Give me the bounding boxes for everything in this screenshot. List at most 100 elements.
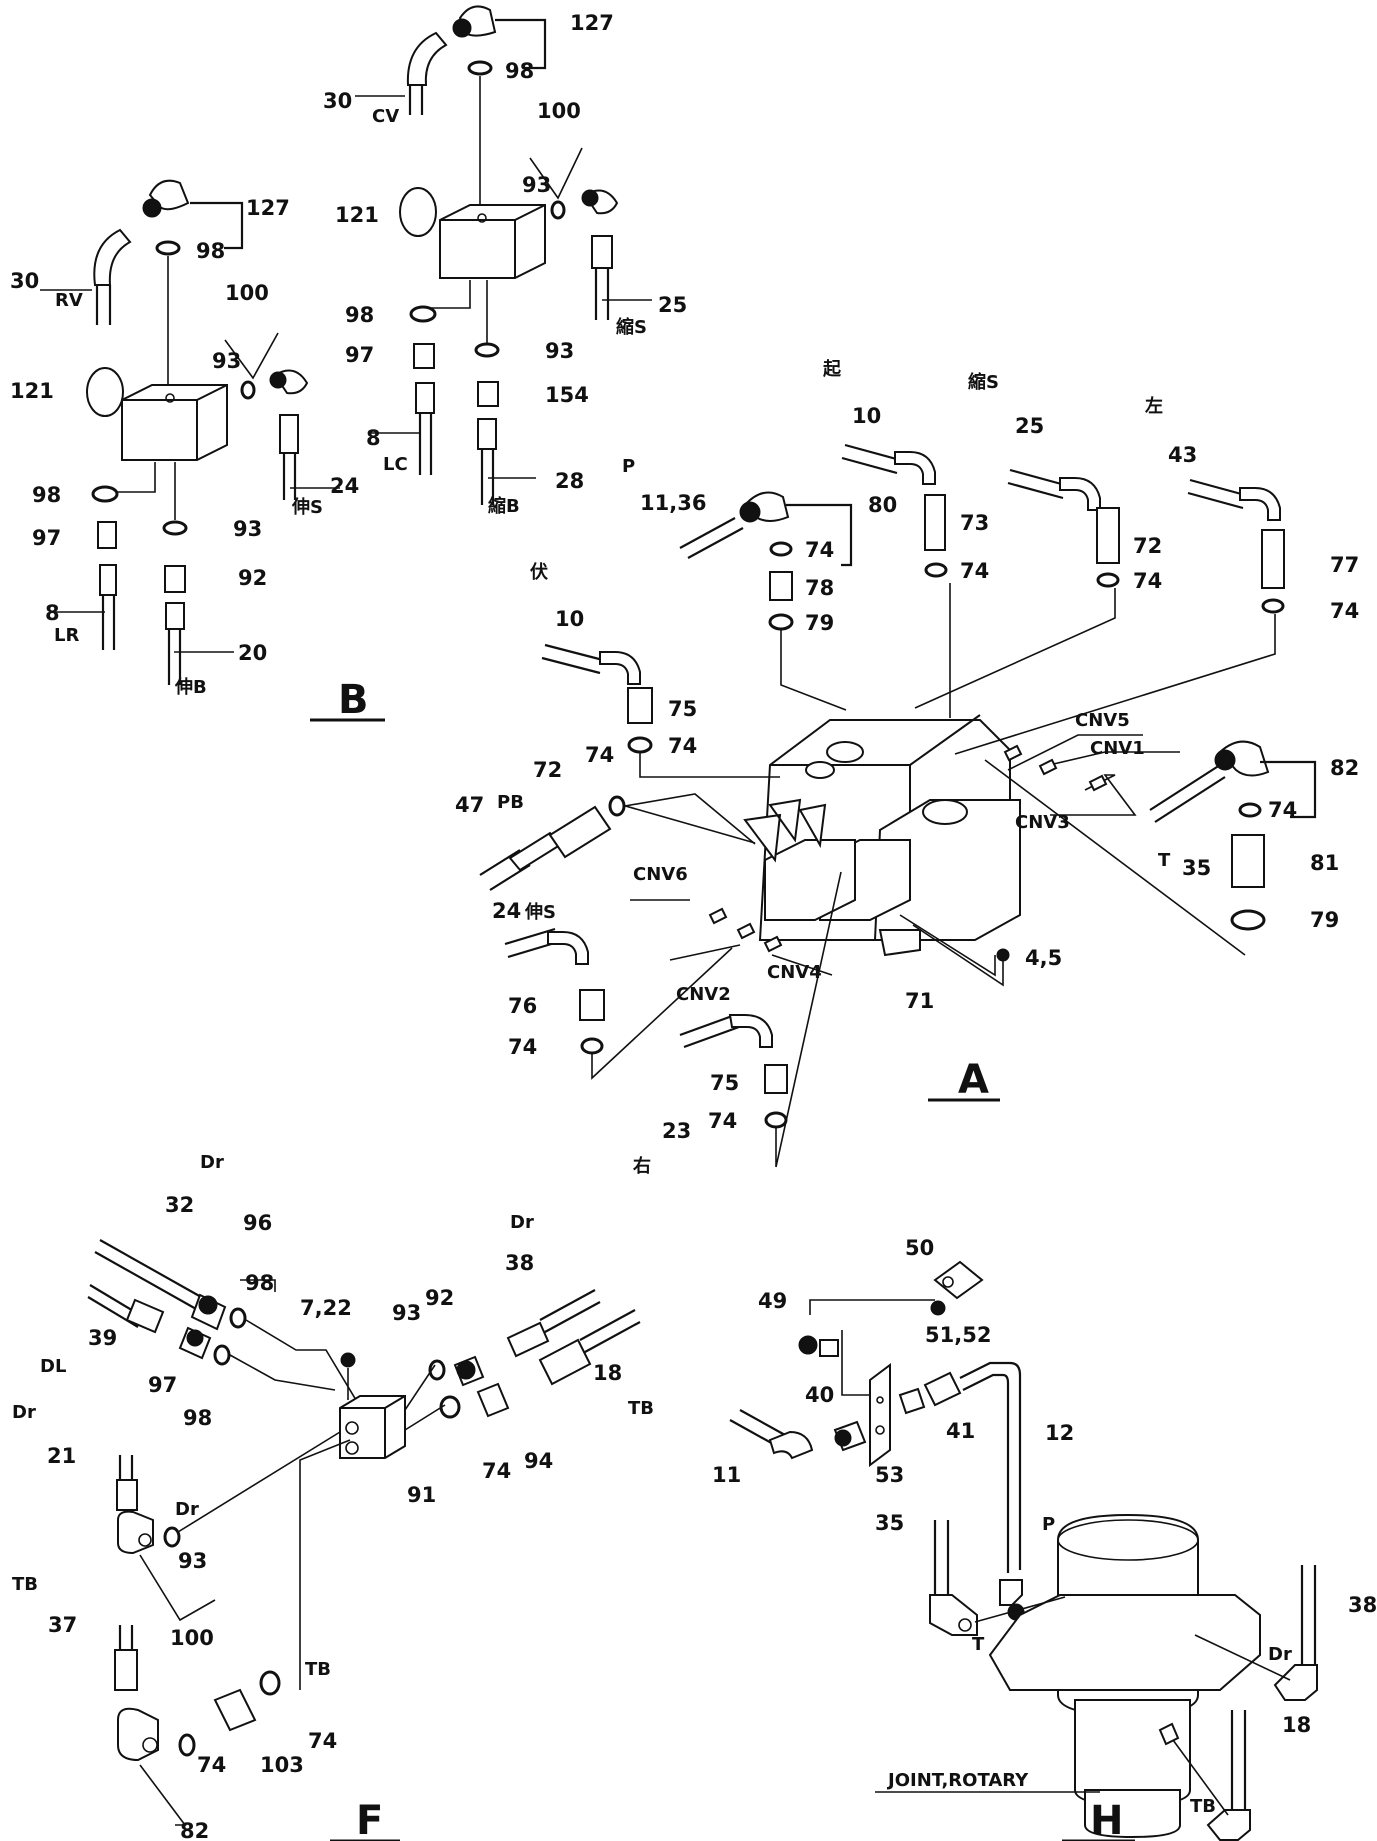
label-10: 10 [852,404,881,428]
label-4-5: 4,5 [1025,946,1062,970]
label-82: 82 [180,1819,209,1841]
label-25: 25 [1015,414,1044,438]
assembly-b [40,179,340,685]
hose-elbow-23 [728,1014,773,1048]
label-121: 121 [335,203,379,227]
label-98: 98 [505,59,534,83]
label-74: 74 [1268,798,1297,822]
label-38: 38 [1348,1593,1377,1617]
label-92: 92 [238,566,267,590]
label-joint-rotary: JOINT,ROTARY [886,1770,1029,1791]
fitting-75b [764,1064,788,1094]
label-74: 74 [708,1109,737,1133]
assembly-upper-middle [355,5,652,505]
label-100: 100 [225,281,269,305]
label-8: 8 [45,601,60,625]
label-51-52: 51,52 [925,1323,991,1347]
label-12: 12 [1045,1421,1074,1445]
hose-fitting-18 [538,1338,592,1386]
o-ring-98 [155,240,181,256]
label-100: 100 [537,99,581,123]
adapter-154 [477,381,499,407]
hose-elbow-82 [1218,740,1270,777]
label-raise: 起 [822,358,842,380]
label-dr: Dr [1268,1644,1292,1665]
elbow-18 [1206,1809,1251,1841]
label-37: 37 [48,1613,77,1637]
fitting-75 [627,687,653,724]
elbow-35 [929,1594,978,1636]
label-35: 35 [1182,856,1211,880]
elbow-fitting-30 [93,228,132,286]
o-ring-98 [467,60,493,76]
hose-fitting-38 [506,1321,550,1358]
o-ring-74 [178,1733,196,1757]
label-96: 96 [243,1211,272,1235]
label-11: 11 [712,1463,741,1487]
label-18: 18 [593,1361,622,1385]
label-41: 41 [946,1419,975,1443]
label-93: 93 [522,173,551,197]
label-30: 30 [323,89,352,113]
o-ring-74 [1261,598,1285,614]
label-103: 103 [260,1753,304,1777]
label-93: 93 [233,517,262,541]
adapter-92 [164,565,186,593]
label-97: 97 [148,1373,177,1397]
label-71: 71 [905,989,934,1013]
o-ring-93 [428,1359,446,1381]
o-ring-98 [229,1307,247,1329]
label-10: 10 [555,607,584,631]
hose-fitting-21 [116,1479,138,1511]
label-47: 47 [455,793,484,817]
elbow-82 [117,1707,159,1762]
label-154: 154 [545,383,589,407]
valve-block [439,204,546,279]
label-18: 18 [1282,1713,1311,1737]
label-73: 73 [960,511,989,535]
label-74: 74 [197,1753,226,1777]
hose-fitting-39 [125,1298,165,1334]
label-93: 93 [545,339,574,363]
label-dl: DL [40,1356,66,1377]
section-titles: B A F H [310,677,1135,1841]
hose-elbow-43 [1239,487,1281,521]
label-p: P [622,456,635,477]
label-24: 24 [492,899,521,923]
label-tb: TB [12,1574,38,1595]
label-t: T [972,1634,985,1655]
label-tb: TB [628,1398,654,1419]
label-97: 97 [32,526,61,550]
label-74: 74 [1330,599,1359,623]
label-21: 21 [47,1444,76,1468]
adapter-41 [898,1387,926,1415]
label-127: 127 [246,196,290,220]
label-74: 74 [668,734,697,758]
label-76: 76 [508,994,537,1018]
label-dr: Dr [510,1212,534,1233]
label-82: 82 [1330,756,1359,780]
o-ring-74 [1096,572,1120,588]
bracket-53 [869,1363,891,1467]
label-98: 98 [196,239,225,263]
o-ring-79 [768,613,794,631]
label-24-ext-s: 伸S [524,901,556,923]
label-91: 91 [407,1483,436,1507]
label-74: 74 [960,559,989,583]
assembly-f-drain-block [87,1239,641,1826]
label-74: 74 [805,538,834,562]
tube-nut-25 [591,235,613,269]
label-dr: Dr [175,1499,199,1520]
tube-nut-28 [477,418,497,450]
fitting-81 [1231,834,1265,888]
fitting-73 [924,494,946,551]
fitting-77 [1261,529,1285,589]
label-dr: Dr [200,1152,224,1173]
label-74: 74 [585,743,614,767]
label-cnv2: CNV2 [676,984,731,1005]
hose-elbow-24 [547,931,589,965]
o-ring-93 [163,1526,181,1548]
label-pb: PB [497,792,524,813]
solenoid-coil-121 [399,187,437,237]
label-25-ret-s: 縮S [616,316,647,338]
